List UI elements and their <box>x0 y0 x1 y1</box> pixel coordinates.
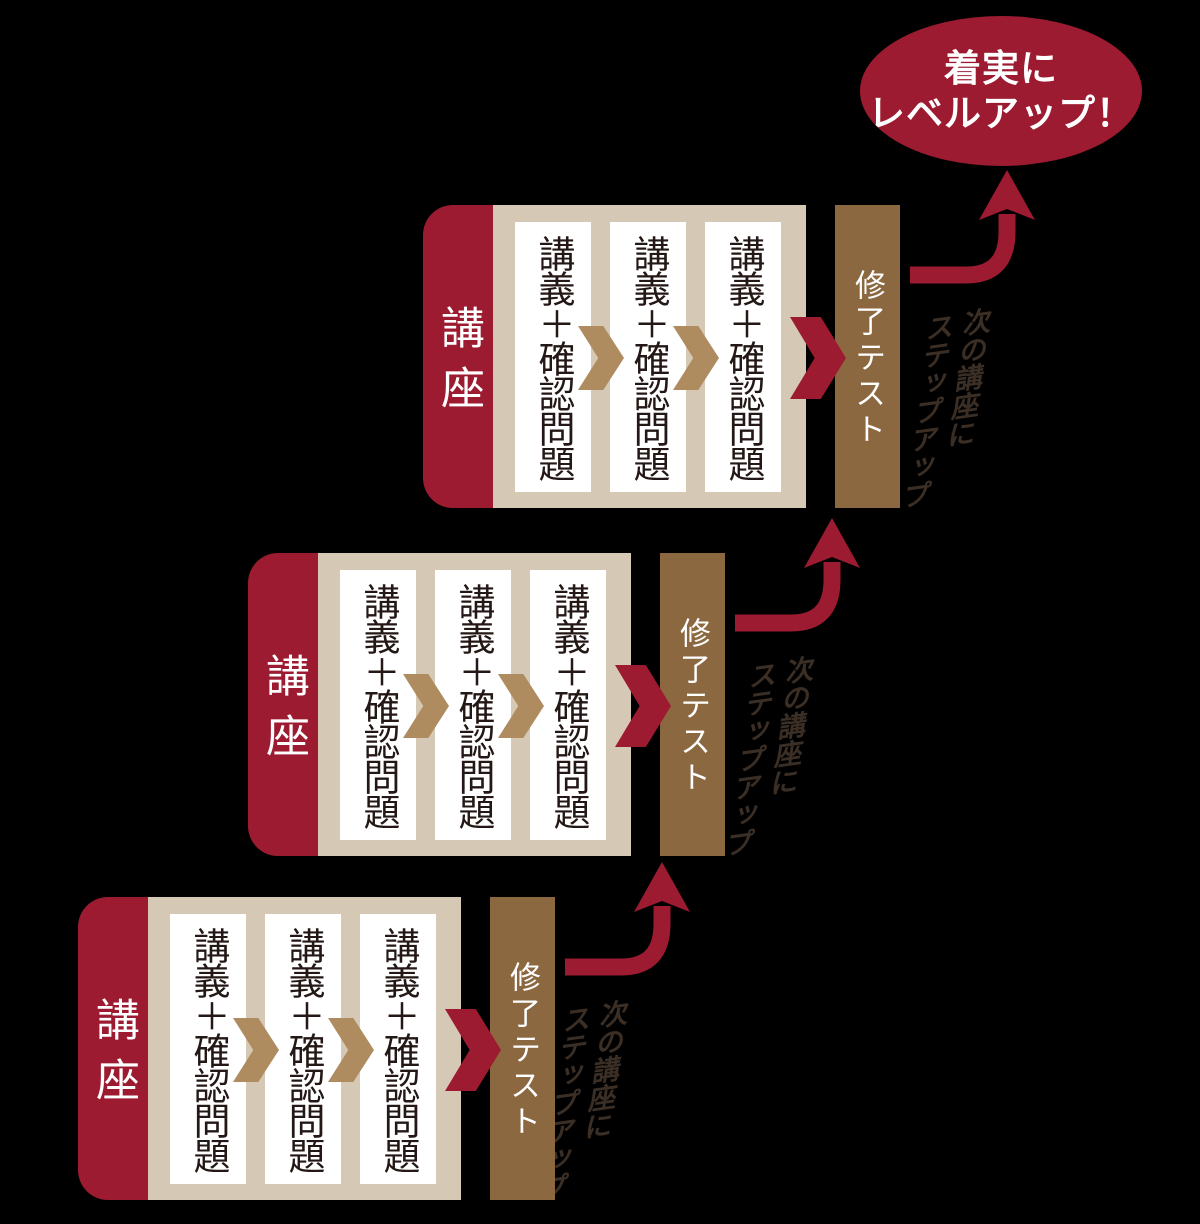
course-unit-1: 講座 講義＋確認問題 講義＋確認問題 講義＋確認問題 修了テスト 次の講座に ス… <box>78 862 690 1203</box>
completion-test-bar: 修了テスト <box>660 553 725 856</box>
course-label: 講座 <box>259 652 308 773</box>
stepup-arrow-icon <box>735 518 860 632</box>
lesson-card-label: 講義＋確認問題 <box>188 926 229 1172</box>
lesson-card-label: 講義＋確認問題 <box>378 926 419 1172</box>
lesson-card-label: 講義＋確認問題 <box>628 234 669 480</box>
lesson-card: 講義＋確認問題 <box>265 914 341 1184</box>
course-label-strip: 講座 <box>423 205 493 508</box>
completion-test-bar: 修了テスト <box>490 897 555 1200</box>
lesson-card: 講義＋確認問題 <box>610 222 686 492</box>
course-unit-2: 講座 講義＋確認問題 講義＋確認問題 講義＋確認問題 修了テスト 次の講座に ス… <box>248 518 860 859</box>
levelup-badge-line2: レベルアップ！ <box>868 93 1134 134</box>
completion-test-label: 修了テスト <box>675 617 710 797</box>
lesson-card-label: 講義＋確認問題 <box>548 582 589 828</box>
levelup-badge-line1: 着実に <box>944 48 1058 89</box>
course-label: 講座 <box>89 996 138 1117</box>
lesson-card-label: 講義＋確認問題 <box>453 582 494 828</box>
lesson-card-label: 講義＋確認問題 <box>723 234 764 480</box>
lesson-card: 講義＋確認問題 <box>360 914 436 1184</box>
stepup-caption: 次の講座に ステップアップ <box>714 653 820 876</box>
lesson-card: 講義＋確認問題 <box>515 222 591 492</box>
lesson-card: 講義＋確認問題 <box>170 914 246 1184</box>
lesson-card-label: 講義＋確認問題 <box>533 234 574 480</box>
stepup-caption: 次の講座に ステップアップ <box>891 305 997 528</box>
lesson-card-label: 講義＋確認問題 <box>283 926 324 1172</box>
completion-test-label: 修了テスト <box>850 269 885 449</box>
course-label-strip: 講座 <box>78 897 148 1200</box>
lesson-card: 講義＋確認問題 <box>340 570 416 840</box>
levelup-badge: 着実に レベルアップ！ <box>860 16 1142 166</box>
course-label: 講座 <box>434 304 483 425</box>
completion-test-bar: 修了テスト <box>835 205 900 508</box>
course-unit-3: 講座 講義＋確認問題 講義＋確認問題 講義＋確認問題 修了テスト 次の講座に ス… <box>423 170 1035 511</box>
lesson-card: 講義＋確認問題 <box>705 222 781 492</box>
course-label-strip: 講座 <box>248 553 318 856</box>
lesson-card-label: 講義＋確認問題 <box>358 582 399 828</box>
stepup-arrow-icon <box>910 170 1035 284</box>
completion-test-label: 修了テスト <box>505 961 540 1141</box>
stepup-arrow-icon <box>565 862 690 976</box>
